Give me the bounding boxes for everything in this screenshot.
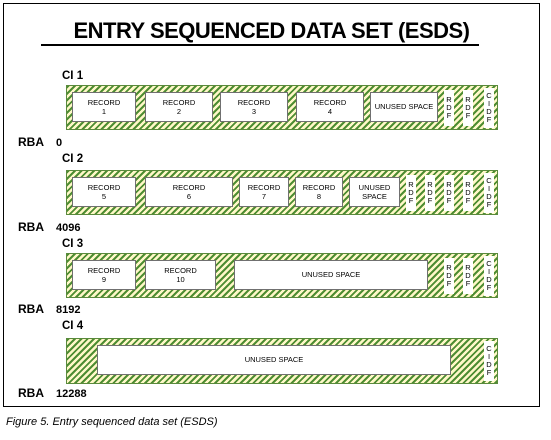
title-underline [41, 44, 479, 46]
ci-label-3: CI 3 [62, 238, 84, 250]
ci-label-1: CI 1 [62, 70, 84, 82]
figure-frame: ENTRY SEQUENCED DATA SET (ESDS) CI 1 REC… [3, 3, 540, 407]
unused-space-1: UNUSED SPACE [370, 92, 438, 122]
figure-caption: Figure 5. Entry sequenced data set (ESDS… [6, 416, 218, 428]
figure-title: ENTRY SEQUENCED DATA SET (ESDS) [73, 18, 470, 43]
ci-label-4: CI 4 [62, 320, 84, 332]
unused-space-4: UNUSED SPACE [97, 345, 451, 375]
unused-space-3: UNUSED SPACE [234, 260, 428, 290]
ci-label-2: CI 2 [62, 153, 84, 165]
